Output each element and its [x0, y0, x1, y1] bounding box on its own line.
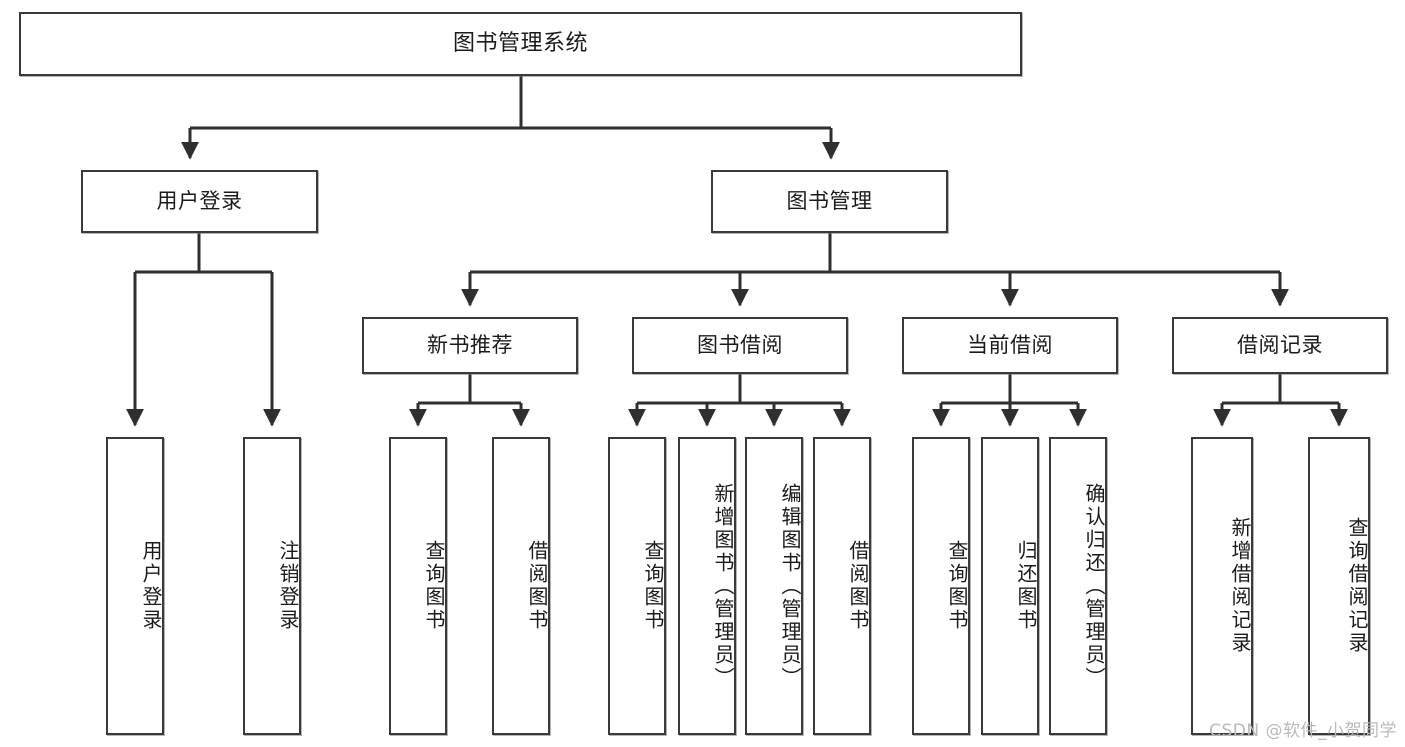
node-current-borrow[interactable]: 当前借阅	[902, 317, 1118, 374]
node-label: 当前借阅	[967, 332, 1053, 357]
node-book-management[interactable]: 图书管理	[711, 170, 948, 233]
leaf-record-query-record[interactable]: 查询借阅记录	[1308, 437, 1370, 735]
leaf-current-query-book[interactable]: 查询图书	[912, 437, 970, 735]
node-label: 借阅图书	[846, 540, 870, 632]
node-label: 图书借阅	[697, 332, 783, 357]
node-label: 新增图书（管理员）	[711, 482, 735, 690]
node-user-login[interactable]: 用户登录	[81, 170, 318, 233]
node-root-system[interactable]: 图书管理系统	[19, 12, 1022, 76]
leaf-borrow-query-book[interactable]: 查询图书	[608, 437, 666, 735]
node-book-borrow[interactable]: 图书借阅	[632, 317, 848, 374]
node-label: 归还图书	[1014, 540, 1038, 632]
leaf-user-login-logout[interactable]: 注销登录	[243, 437, 301, 735]
node-label: 图书管理系统	[452, 30, 588, 56]
node-label: 新书推荐	[427, 332, 513, 357]
csdn-watermark: CSDN @软件_小贺同学	[1209, 721, 1397, 741]
leaf-record-add-record[interactable]: 新增借阅记录	[1191, 437, 1253, 735]
node-label: 用户登录	[139, 540, 163, 632]
node-label: 查询图书	[641, 540, 665, 632]
leaf-current-return-book[interactable]: 归还图书	[981, 437, 1039, 735]
node-label: 借阅图书	[525, 540, 549, 632]
leaf-current-confirm-return-admin[interactable]: 确认归还（管理员）	[1049, 437, 1107, 735]
node-label: 确认归还（管理员）	[1082, 482, 1106, 690]
leaf-recommend-query-book[interactable]: 查询图书	[389, 437, 447, 735]
node-borrow-record[interactable]: 借阅记录	[1172, 317, 1388, 374]
node-new-book-recommend[interactable]: 新书推荐	[362, 317, 578, 374]
node-label: 查询借阅记录	[1345, 517, 1369, 655]
leaf-borrow-add-book-admin[interactable]: 新增图书（管理员）	[678, 437, 736, 735]
node-label: 借阅记录	[1237, 332, 1323, 357]
node-label: 图书管理	[786, 188, 873, 213]
node-label: 编辑图书（管理员）	[778, 482, 802, 690]
node-label: 注销登录	[276, 540, 300, 632]
node-label: 查询图书	[945, 540, 969, 632]
leaf-borrow-edit-book-admin[interactable]: 编辑图书（管理员）	[745, 437, 803, 735]
node-label: 查询图书	[422, 540, 446, 632]
leaf-recommend-borrow-book[interactable]: 借阅图书	[492, 437, 550, 735]
leaf-user-login-login[interactable]: 用户登录	[106, 437, 164, 735]
leaf-borrow-borrow-book[interactable]: 借阅图书	[813, 437, 871, 735]
node-label: 新增借阅记录	[1228, 517, 1252, 655]
node-label: 用户登录	[156, 188, 243, 213]
